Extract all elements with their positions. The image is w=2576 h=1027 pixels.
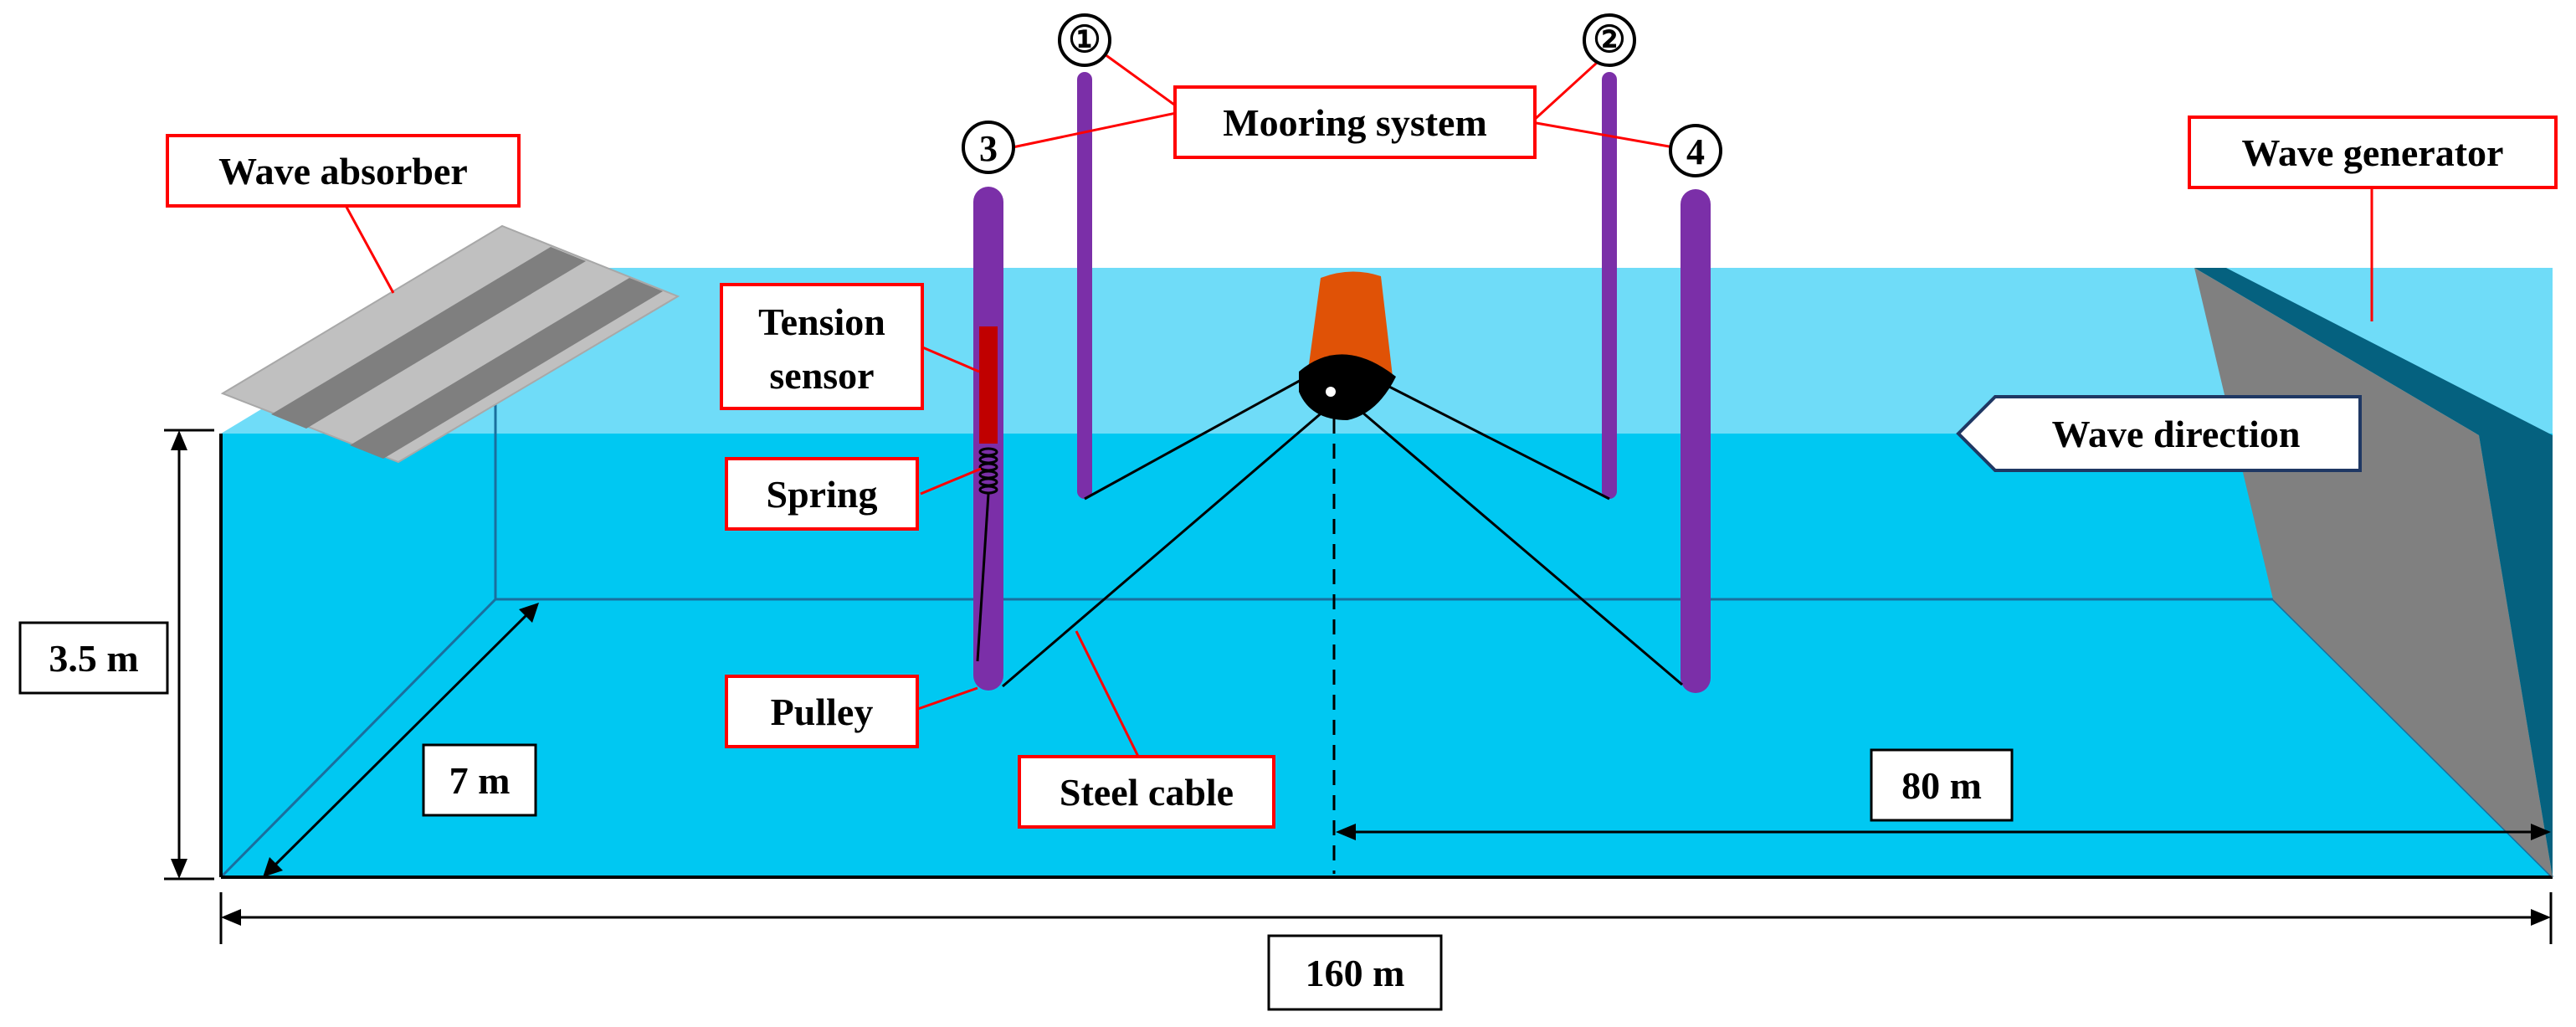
- label-distance-to-generator: 80 m: [1870, 748, 2014, 822]
- absorber-stripe-2: [350, 278, 663, 459]
- svg-text:Mooring system: Mooring system: [1223, 101, 1487, 144]
- cable-spring-to-pulley: [976, 493, 990, 662]
- svg-text:Tension: Tension: [758, 300, 885, 343]
- pillar-number-4: 4: [1669, 124, 1722, 177]
- callout-mooring-to-4: [1531, 121, 1675, 149]
- svg-text:7 m: 7 m: [449, 759, 511, 802]
- pillar-number-2: ②: [1583, 13, 1636, 67]
- tension-sensor: [979, 326, 998, 444]
- label-wave-generator: Wave generator: [2188, 116, 2558, 189]
- label-wave-direction: Wave direction: [1956, 395, 2362, 472]
- callout-tension-sensor: [920, 345, 980, 373]
- callout-pulley: [915, 686, 978, 711]
- svg-text:Wave absorber: Wave absorber: [218, 150, 468, 193]
- cable-to-pillar-3: [1002, 403, 1332, 688]
- pillar-number-3-text: 3: [979, 128, 998, 169]
- callout-steel-cable: [1075, 630, 1148, 774]
- pillar-4: [1681, 189, 1711, 693]
- pillar-number-1-text: ①: [1068, 19, 1101, 60]
- cable-to-pillar-1: [1084, 367, 1323, 501]
- label-spring: Spring: [725, 457, 919, 531]
- buoy-base: [1299, 354, 1396, 420]
- generator-frame: [2194, 268, 2553, 877]
- pillar-number-1: ①: [1058, 13, 1111, 67]
- pillar-number-3: 3: [962, 121, 1015, 174]
- cable-to-pillar-4: [1355, 405, 1683, 686]
- pillar-number-4-text: 4: [1686, 131, 1705, 172]
- width-arrow-line: [268, 608, 534, 872]
- callout-mooring-to-3: [1012, 110, 1181, 149]
- buoy-body: [1307, 271, 1393, 377]
- svg-text:Wave direction: Wave direction: [2052, 413, 2301, 455]
- label-wave-absorber: Wave absorber: [166, 134, 521, 208]
- label-mooring-system: Mooring system: [1173, 85, 1537, 159]
- absorber-stripe-1: [271, 247, 586, 429]
- svg-text:sensor: sensor: [769, 354, 874, 397]
- svg-text:Spring: Spring: [767, 473, 878, 516]
- spring: [978, 447, 998, 495]
- dimension-arrows: [164, 429, 2553, 944]
- label-pulley: Pulley: [725, 675, 919, 748]
- buoy: [1299, 271, 1396, 420]
- pillar-number-2-text: ②: [1593, 19, 1625, 60]
- svg-text:Steel cable: Steel cable: [1060, 771, 1234, 814]
- buoy-center-dot: [1326, 387, 1336, 397]
- tank-floor-left-edge: [219, 598, 497, 879]
- label-length: 160 m: [1267, 934, 1443, 1011]
- svg-text:160 m: 160 m: [1306, 952, 1405, 994]
- water-body: [221, 434, 2553, 877]
- cable-to-pillar-2: [1388, 385, 1610, 501]
- label-depth: 3.5 m: [18, 621, 169, 695]
- callout-spring: [920, 467, 982, 496]
- pillar-2: [1602, 72, 1617, 499]
- svg-text:80 m: 80 m: [1901, 764, 1982, 807]
- steel-cables: [976, 367, 1683, 688]
- callout-absorber: [341, 200, 395, 294]
- svg-text:3.5 m: 3.5 m: [49, 637, 138, 680]
- svg-text:Wave generator: Wave generator: [2242, 131, 2504, 174]
- label-steel-cable: Steel cable: [1018, 755, 1275, 829]
- callout-mooring-to-1: [1101, 50, 1181, 110]
- svg-text:Pulley: Pulley: [771, 691, 874, 733]
- wave-absorber: [220, 224, 680, 464]
- label-tension-sensor: Tension sensor: [720, 283, 924, 410]
- callout-lines: [341, 50, 2373, 774]
- callout-mooring-to-2: [1530, 52, 1609, 124]
- pillar-1: [1077, 72, 1092, 499]
- label-width: 7 m: [422, 743, 537, 817]
